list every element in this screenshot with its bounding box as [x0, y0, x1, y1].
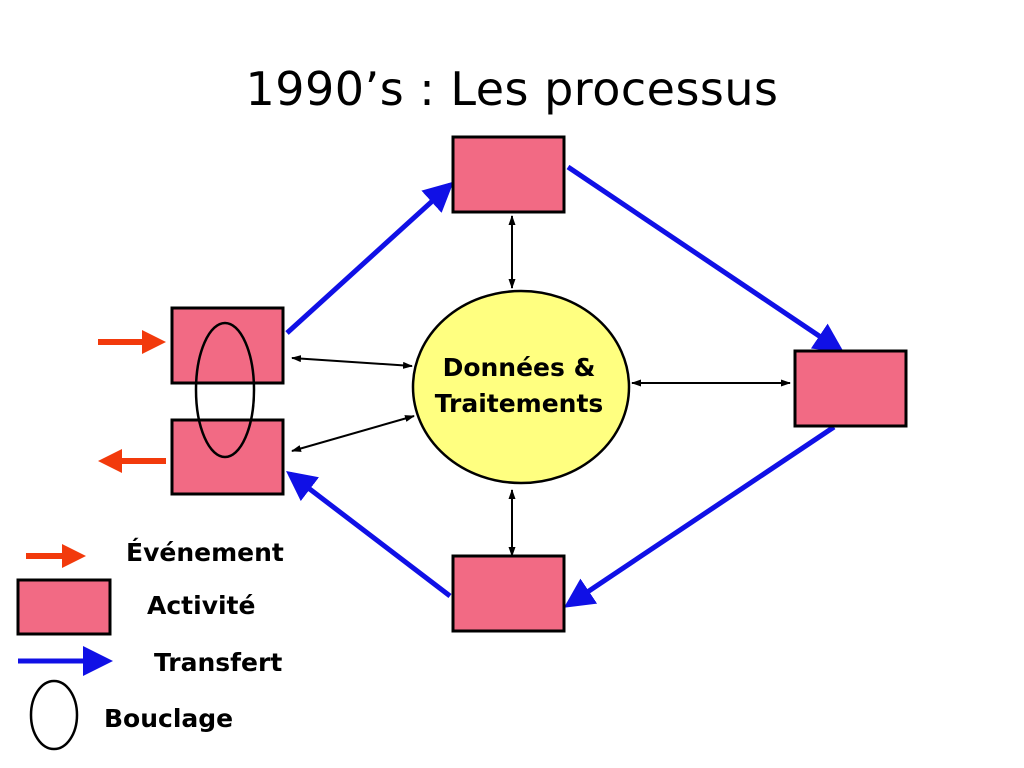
data-processing-label-line2: Traitements: [434, 389, 604, 418]
legend-loop-label: Bouclage: [104, 704, 234, 733]
data-link-left-lower: [291, 415, 415, 452]
transfer-arrow-bottom-to-left: [286, 470, 452, 598]
data-link-left-upper: [291, 355, 413, 369]
transfer-arrow-top-to-right: [566, 164, 845, 353]
legend-activity-box: [16, 578, 112, 636]
transfer-arrow-right-to-bottom: [563, 424, 836, 608]
activity-left-upper: [170, 306, 285, 385]
data-processing-node: [411, 289, 631, 485]
legend-loop-ellipse: [29, 679, 79, 751]
legend-activity-label: Activité: [147, 591, 256, 620]
loop-ellipse: [194, 321, 256, 459]
transfer-arrow-left-to-top: [285, 181, 454, 335]
activity-right: [793, 349, 908, 428]
legend-transfer-label: Transfert: [154, 648, 283, 677]
data-processing-label-line1: Données &: [442, 353, 596, 382]
data-processing-label: Données & Traitements: [410, 350, 628, 422]
legend-event-label: Événement: [126, 538, 284, 567]
slide-title: 1990’s : Les processus: [245, 62, 779, 116]
activity-top: [451, 135, 566, 214]
activity-bottom: [451, 554, 566, 633]
